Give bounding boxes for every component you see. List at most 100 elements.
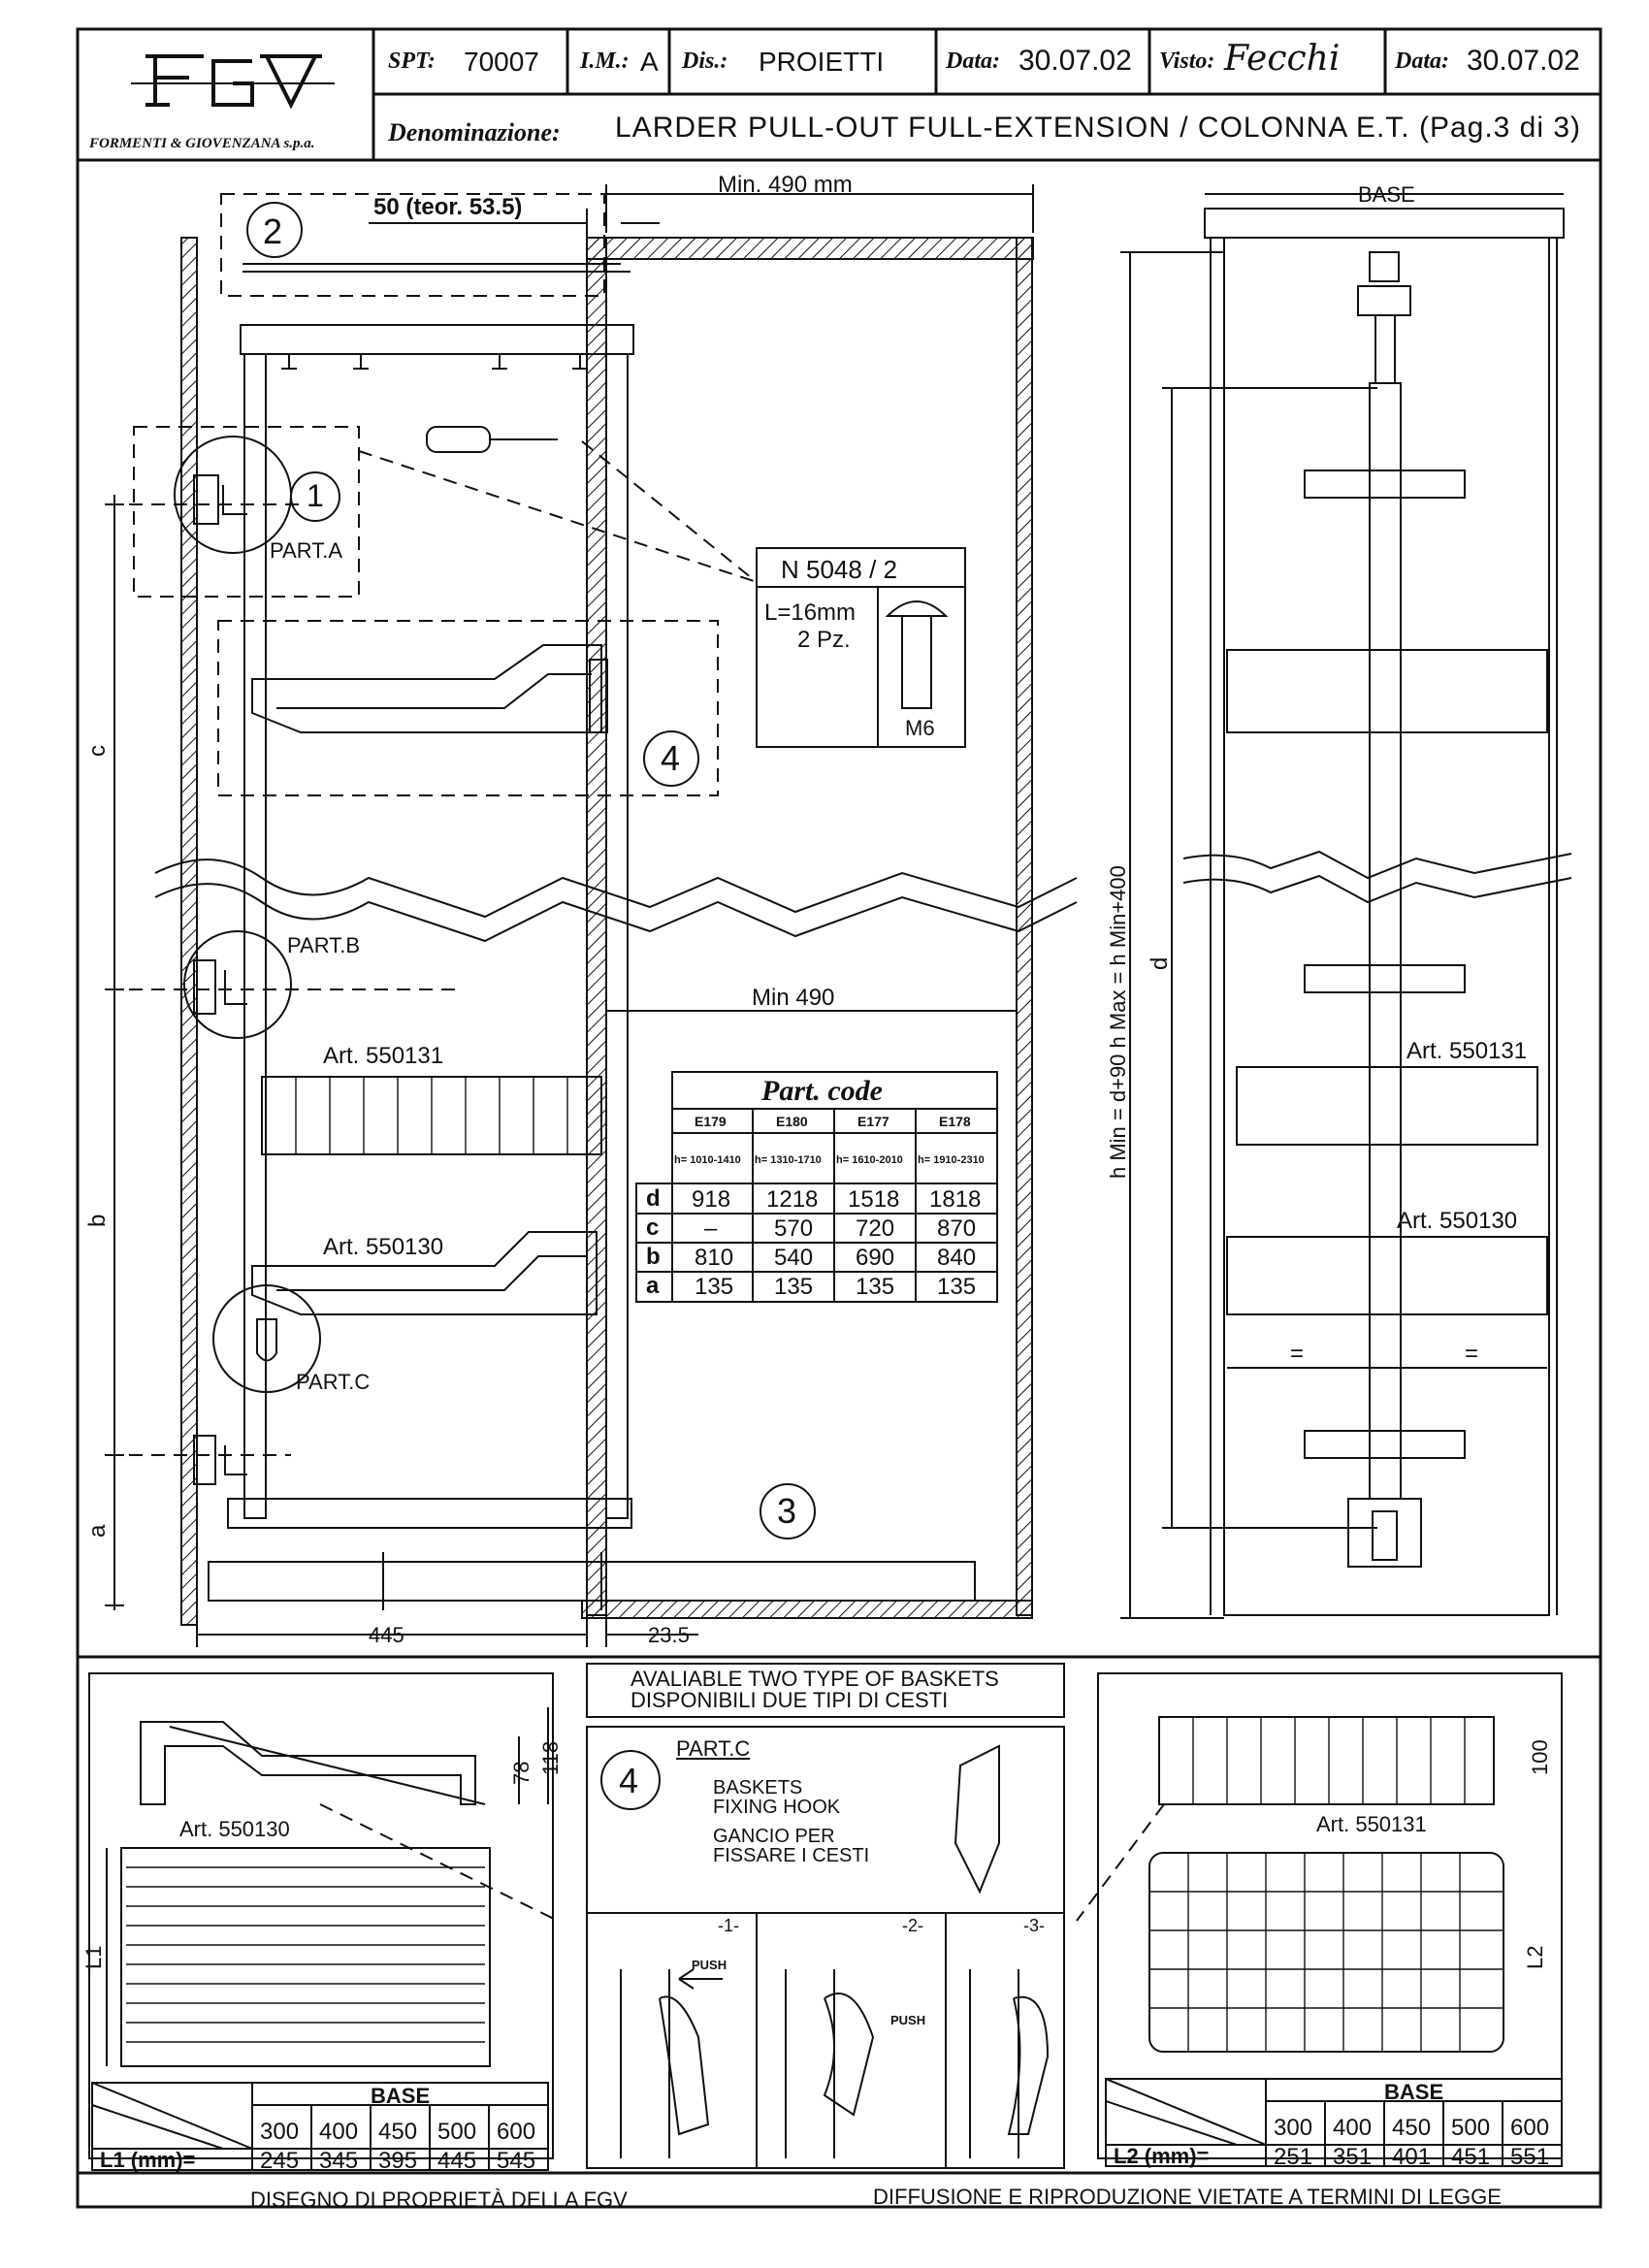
push-1-label: PUSH <box>692 1958 728 1972</box>
l1-value-500: 445 <box>437 2148 477 2174</box>
circle-4-label: 4 <box>661 738 681 778</box>
bottom-circle-4: 4 <box>619 1761 639 1800</box>
part-code-range-4: h= 1910-2310 <box>918 1154 985 1166</box>
l1-row-label: L1 (mm)= <box>100 2148 196 2172</box>
row-key-d: d <box>646 1185 661 1212</box>
side-equal-right: = <box>1465 1341 1479 1367</box>
side-equal-left: = <box>1290 1341 1305 1367</box>
dim-23-5-label: 23.5 <box>648 1623 690 1647</box>
left-dim-78: 78 <box>509 1762 534 1785</box>
part-code-table-grid <box>635 1071 998 1303</box>
row-c-3: 720 <box>856 1215 895 1242</box>
data2-value: 30.07.02 <box>1467 45 1580 77</box>
side-view <box>1120 193 1572 1619</box>
row-d-4: 1818 <box>929 1186 982 1213</box>
screw-thread: M6 <box>905 716 935 740</box>
part-code-e178: E178 <box>939 1114 971 1129</box>
row-a-4: 135 <box>937 1274 977 1300</box>
l2-base-400: 400 <box>1333 2115 1373 2141</box>
left-art-label: Art. 550130 <box>179 1817 290 1841</box>
l1-base-500: 500 <box>437 2119 477 2145</box>
l1-value-450: 395 <box>378 2148 418 2174</box>
art-550130-label: Art. 550130 <box>323 1234 444 1260</box>
dim-50-label: 50 (teor. 53.5) <box>373 194 523 220</box>
row-d-2: 1218 <box>766 1186 819 1213</box>
right-dim-100: 100 <box>1528 1739 1552 1775</box>
data2-label: Data: <box>1395 49 1449 74</box>
step-1-label: -1- <box>718 1916 739 1935</box>
row-c-4: 870 <box>937 1215 977 1242</box>
row-c-2: 570 <box>774 1215 814 1242</box>
circle-1-label: 1 <box>307 478 324 513</box>
row-a-3: 135 <box>856 1274 895 1300</box>
part-code-range-2: h= 1310-1710 <box>755 1154 822 1166</box>
im-value: A <box>640 47 659 77</box>
step-2-label: -2- <box>902 1916 923 1935</box>
l2-row-label: L2 (mm)= <box>1114 2144 1210 2168</box>
row-key-b: b <box>646 1244 661 1270</box>
dim-min-490-top: Min. 490 mm <box>718 172 853 198</box>
spt-value: 70007 <box>464 47 539 77</box>
side-base-label: BASE <box>1358 182 1415 207</box>
l2-value-500: 451 <box>1451 2144 1491 2170</box>
l2-base-500: 500 <box>1451 2115 1491 2141</box>
outer-frame <box>76 27 1602 2209</box>
part-b-label: PART.B <box>287 933 360 957</box>
part-c-label: PART.C <box>296 1370 371 1394</box>
data1-value: 30.07.02 <box>1018 45 1132 77</box>
part-code-e180: E180 <box>776 1114 808 1129</box>
side-art-550130: Art. 550130 <box>1397 1208 1518 1234</box>
part-code-title: Part. code <box>761 1075 883 1107</box>
hook-it-2: FISSARE I CESTI <box>713 1845 870 1866</box>
row-a-2: 135 <box>774 1274 814 1300</box>
l1-base-600: 600 <box>497 2119 536 2145</box>
row-d-1: 918 <box>692 1186 731 1213</box>
l1-base-300: 300 <box>260 2119 300 2145</box>
row-b-4: 840 <box>937 1245 977 1271</box>
row-b-2: 540 <box>774 1245 814 1271</box>
dis-label: Dis.: <box>682 49 728 74</box>
visto-signature: Fecchi <box>1224 39 1341 79</box>
dim-a-label: a <box>84 1524 111 1538</box>
l1-base-450: 450 <box>378 2119 418 2145</box>
l2-value-600: 551 <box>1510 2144 1550 2170</box>
baskets-en: AVALIABLE TWO TYPE OF BASKETS <box>630 1667 999 1691</box>
dim-445-label: 445 <box>369 1623 404 1647</box>
l1-value-400: 345 <box>319 2148 359 2174</box>
spt-label: SPT: <box>388 49 436 74</box>
part-code-range-3: h= 1610-2010 <box>836 1154 903 1166</box>
l2-value-450: 401 <box>1392 2144 1432 2170</box>
part-code-range-1: h= 1010-1410 <box>674 1154 741 1166</box>
bottom-section <box>88 1663 1563 2171</box>
hook-en-1: BASKETS <box>713 1777 803 1798</box>
row-key-c: c <box>646 1215 660 1241</box>
dis-value: PROIETTI <box>759 47 885 77</box>
dim-b-label: b <box>84 1215 111 1227</box>
l2-value-400: 351 <box>1333 2144 1373 2170</box>
company-name: FORMENTI & GIOVENZANA s.p.a. <box>89 136 315 151</box>
row-key-a: a <box>646 1273 660 1299</box>
denom-value: LARDER PULL-OUT FULL-EXTENSION / COLONNA… <box>615 112 1582 144</box>
screw-length: L=16mm <box>764 599 857 626</box>
l1-value-600: 545 <box>497 2148 536 2174</box>
l1-value-300: 245 <box>260 2148 300 2174</box>
side-height-formula: h Min = d+90 h Max = h Min+400 <box>1106 865 1130 1179</box>
right-dim-l2: L2 <box>1523 1946 1547 1969</box>
front-view <box>105 184 1078 1647</box>
dim-c-label: c <box>84 745 111 757</box>
hook-en-2: FIXING HOOK <box>713 1797 841 1818</box>
bottom-part-c: PART.C <box>676 1736 751 1761</box>
screw-qty: 2 Pz. <box>797 627 851 653</box>
l1-base-400: 400 <box>319 2119 359 2145</box>
art-550131-label: Art. 550131 <box>323 1043 444 1069</box>
left-dim-l1: L1 <box>81 1946 106 1969</box>
dim-min-490-mid: Min 490 <box>752 985 835 1011</box>
push-2-label: PUSH <box>890 2013 926 2027</box>
part-code-e179: E179 <box>695 1114 727 1129</box>
l2-base-300: 300 <box>1274 2115 1313 2141</box>
part-a-label: PART.A <box>270 538 342 563</box>
footer-right: DIFFUSIONE E RIPRODUZIONE VIETATE A TERM… <box>873 2185 1502 2209</box>
step-3-label: -3- <box>1023 1916 1045 1935</box>
part-code-e177: E177 <box>857 1114 889 1129</box>
